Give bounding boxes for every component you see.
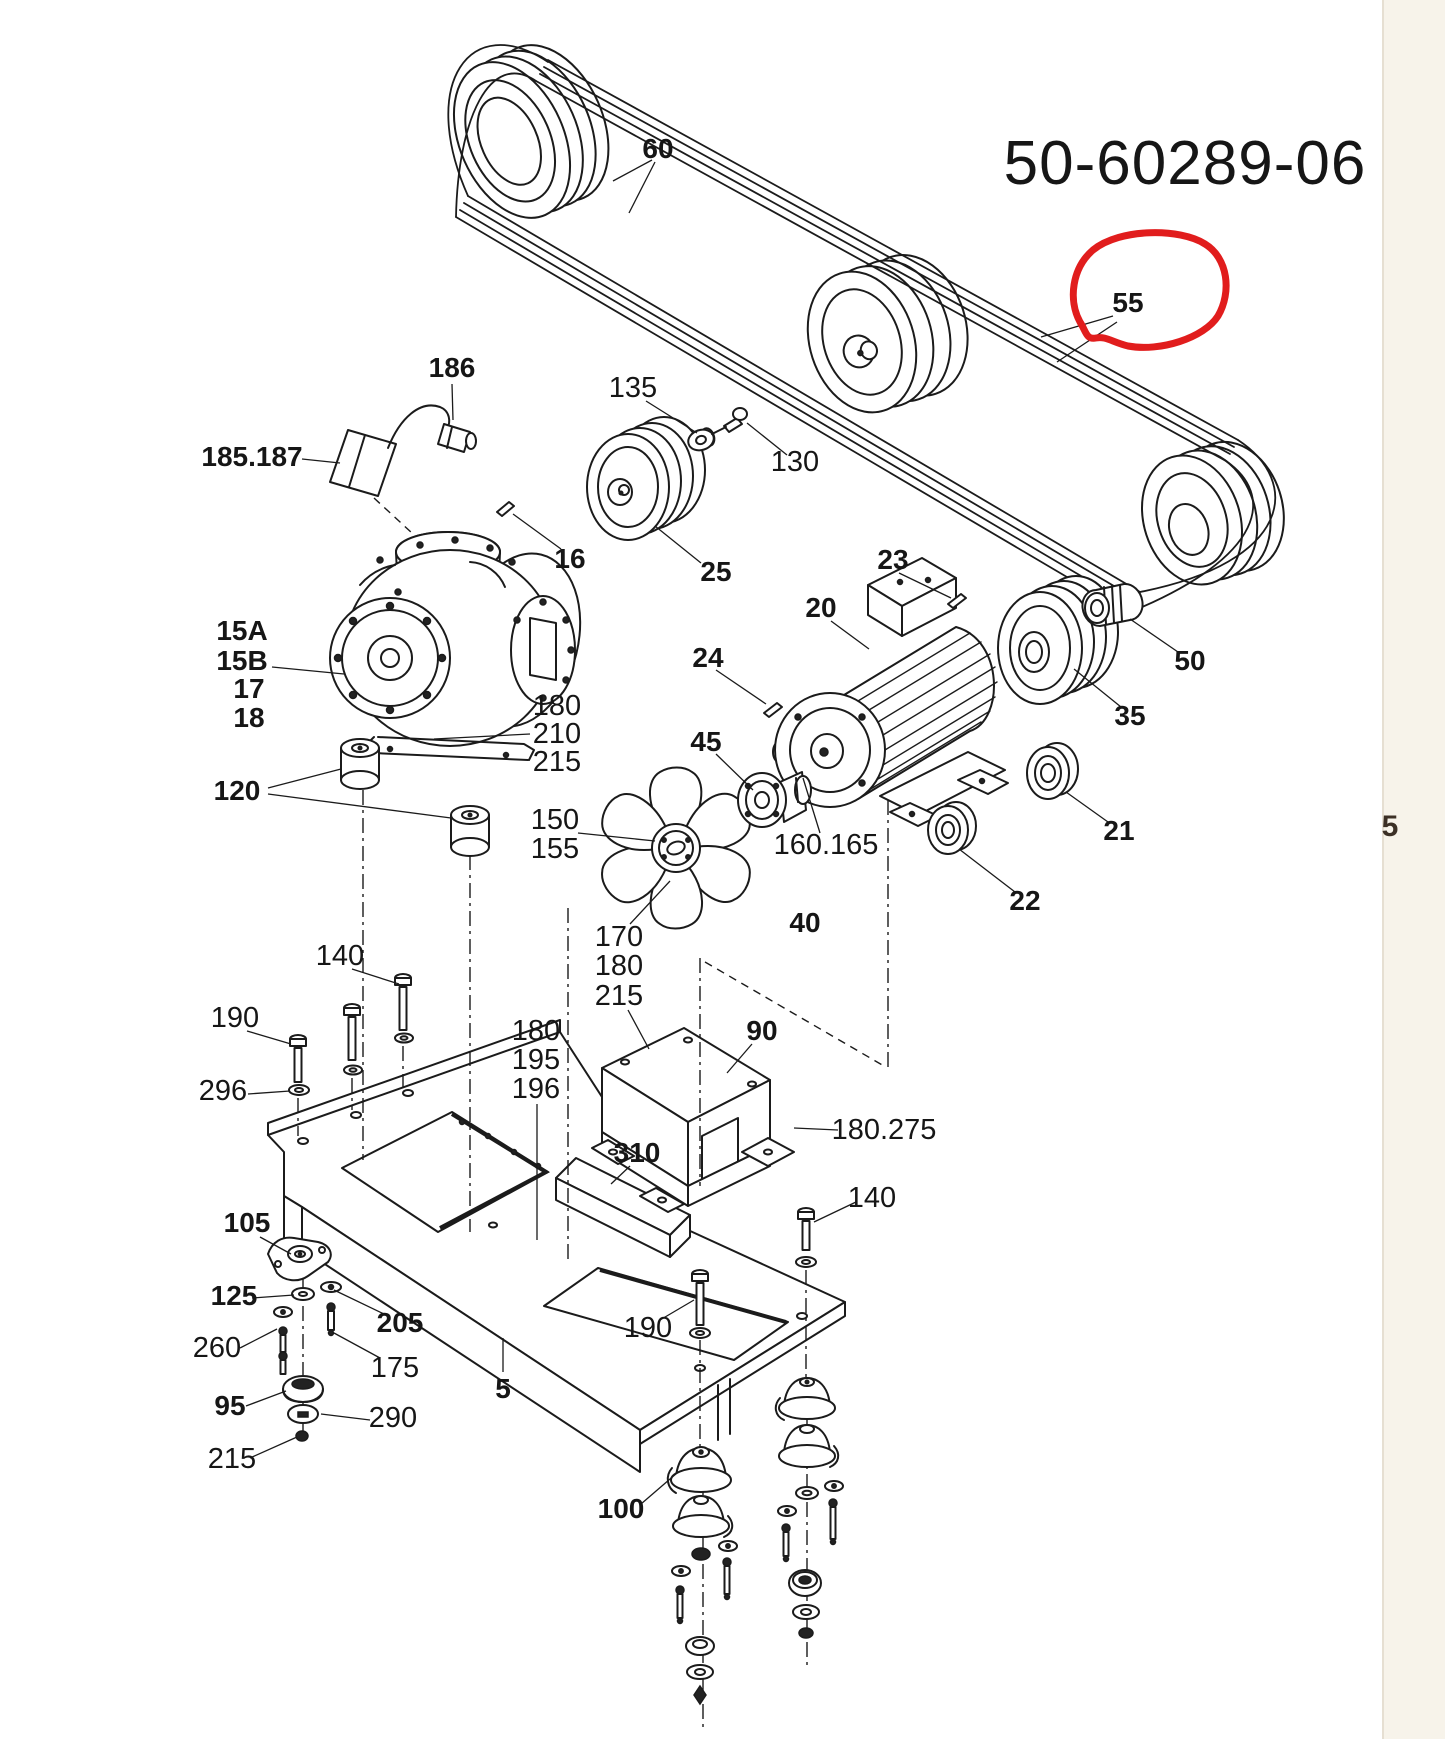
plate-bolts [288,973,817,1339]
page-edge-strip [1382,0,1445,1739]
part-label-23: 23 [877,544,908,575]
part-label-40: 40 [789,907,820,938]
drawing-title: 50-60289-06 [1004,129,1367,198]
compressor-body [329,531,582,761]
part-label-135: 135 [609,372,657,404]
part-label-20: 20 [805,592,836,623]
part-label-195: 195 [512,1044,560,1076]
part-label-15B: 15B [216,645,267,676]
part-label-290: 290 [369,1402,417,1434]
part-label-25: 25 [700,556,731,587]
part-label-186: 186 [429,352,476,383]
pulley-middle [806,253,969,414]
vibration-mount-stack-right [774,1377,844,1639]
part-label-180-275: 180.275 [832,1114,937,1146]
motor-fins [843,626,998,800]
v-belts [447,44,1276,614]
page-margin-number: 5 [1382,810,1399,843]
leader-lines [239,159,1179,1505]
sensor-assembly [329,404,477,547]
pulley-bottom-right [1141,440,1285,586]
part-label-105: 105 [224,1207,271,1238]
part-label-185-187: 185.187 [201,441,302,472]
part-label-140a: 140 [316,940,364,972]
part-label-296: 296 [199,1075,247,1107]
part-label-175: 175 [371,1352,419,1384]
part-label-125: 125 [211,1280,258,1311]
part-label-55: 55 [1112,287,1143,318]
part-label-60: 60 [642,133,673,164]
part-label-140b: 140 [848,1182,896,1214]
part-label-22: 22 [1009,885,1040,916]
part-labels: 50-60289-06 5 60 55 186 185.187 135 130 … [193,129,1399,1524]
part-label-170: 170 [595,921,643,953]
part-label-180b: 180 [595,950,643,982]
part-label-16: 16 [554,543,585,574]
part-label-120: 120 [214,775,261,806]
part-label-95: 95 [214,1390,245,1421]
part-label-15A: 15A [216,615,267,646]
part-label-18: 18 [233,702,264,733]
part-label-160-165: 160.165 [774,829,879,861]
part-label-130: 130 [771,446,819,478]
part-label-190a: 190 [211,1002,259,1034]
part-label-180a: 180 [533,690,581,722]
fan-40 [601,766,751,930]
belt-drive-assembly [447,44,1285,614]
highlight-circle-55 [1069,229,1230,351]
pulley-25-group [496,407,748,541]
fan-hub-45 [737,771,812,828]
part-label-100: 100 [598,1493,645,1524]
key-24 [763,702,783,718]
key-23 [947,593,967,609]
vibration-mount-stack-left [666,1446,738,1706]
part-label-215c: 215 [208,1443,256,1475]
shaft-nut-50 [1081,582,1144,628]
part-label-205: 205 [377,1307,424,1338]
part-label-260: 260 [193,1332,241,1364]
part-label-35: 35 [1114,700,1145,731]
part-label-215b: 215 [595,980,643,1012]
part-label-17: 17 [233,673,264,704]
part-label-5: 5 [495,1373,511,1404]
spacer-bar-310 [555,1157,691,1258]
part-label-24: 24 [692,642,724,673]
part-label-50: 50 [1174,645,1205,676]
part-label-155: 155 [531,833,579,865]
bearing-22 [927,801,977,855]
part-label-310: 310 [614,1137,661,1168]
part-label-196: 196 [512,1073,560,1105]
flywheel-pulley-top-left [452,44,610,219]
part-label-21: 21 [1103,815,1134,846]
part-label-215a: 215 [533,746,581,778]
mount-105-stack [267,1236,342,1442]
part-label-180c: 180 [512,1015,560,1047]
part-label-190b: 190 [624,1312,672,1344]
part-label-90: 90 [746,1015,777,1046]
part-label-45: 45 [690,726,721,757]
electric-motor [763,557,1009,827]
rubber-mounts-120 [340,738,490,857]
part-label-210: 210 [533,718,581,750]
mounting-bracket-90 [591,1027,795,1213]
part-label-150: 150 [531,804,579,836]
bearing-21 [1026,742,1079,800]
